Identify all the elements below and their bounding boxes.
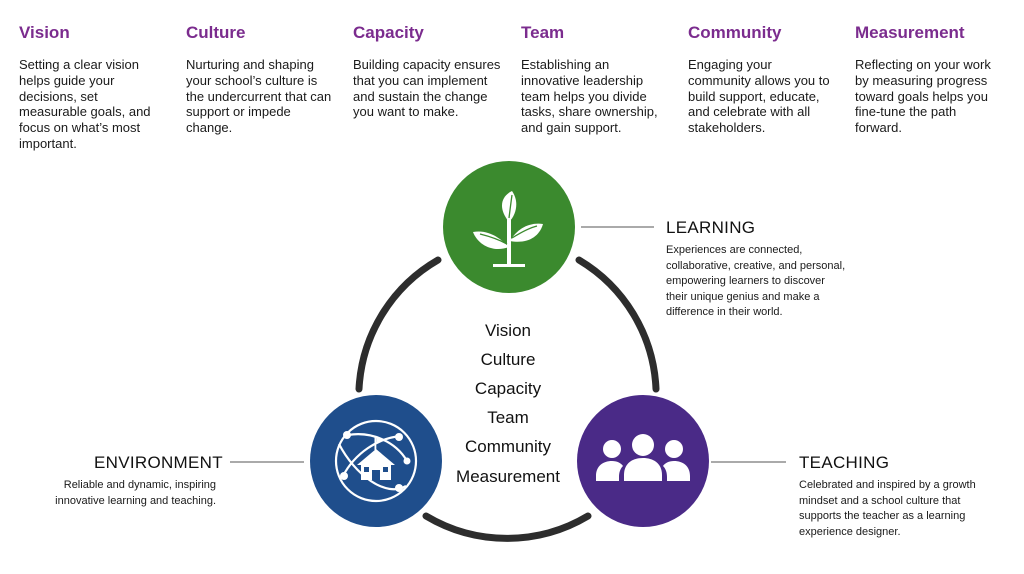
teaching-title: TEACHING bbox=[799, 453, 890, 472]
group-people-icon bbox=[596, 434, 690, 481]
pillar-description: Building capacity ensures that you can i… bbox=[353, 57, 501, 120]
pillar-description: Establishing an innovative leadership te… bbox=[521, 57, 658, 136]
sprout-icon bbox=[473, 191, 543, 267]
pillar-description: Reflecting on your work by measuring pro… bbox=[855, 57, 991, 136]
center-word-vision: Vision bbox=[485, 321, 531, 340]
pillar-description: Nurturing and shaping your school’s cult… bbox=[186, 57, 332, 136]
ring-arc-right bbox=[575, 256, 660, 393]
pillar-title: Capacity bbox=[353, 23, 424, 42]
environment-circle bbox=[310, 395, 442, 527]
center-word-community: Community bbox=[465, 437, 551, 456]
teaching-description: Celebrated and inspired by a growth mind… bbox=[799, 479, 976, 538]
pillar-title: Vision bbox=[19, 23, 70, 42]
environment-title: ENVIRONMENT bbox=[94, 453, 223, 472]
ring-arc-bottom bbox=[422, 512, 592, 542]
pillar-capacity: Capacity Building capacity ensures that … bbox=[353, 22, 503, 120]
center-word-culture: Culture bbox=[480, 350, 536, 369]
center-word-team: Team bbox=[487, 408, 529, 427]
center-word-capacity: Capacity bbox=[474, 379, 542, 398]
connecting-ring bbox=[355, 256, 660, 542]
center-word-measurement: Measurement bbox=[456, 467, 560, 486]
learning-title: LEARNING bbox=[666, 218, 756, 237]
pillar-title: Team bbox=[521, 23, 565, 42]
learning-circle bbox=[443, 161, 575, 293]
pillar-team: Team Establishing an innovative leadersh… bbox=[521, 22, 671, 136]
pillar-title: Community bbox=[688, 23, 782, 42]
pillar-measurement: Measurement Reflecting on your work by m… bbox=[855, 22, 1005, 136]
pillar-description: Setting a clear vision helps guide your … bbox=[19, 57, 151, 151]
pillar-description: Engaging your community allows you to bu… bbox=[688, 57, 830, 136]
learning-description: Experiences are connected, collaborative… bbox=[666, 244, 846, 318]
pillar-title: Culture bbox=[186, 23, 246, 42]
pillar-community: Community Engaging your community allows… bbox=[688, 22, 838, 136]
pillar-vision: Vision Setting a clear vision helps guid… bbox=[19, 22, 169, 152]
teaching-circle bbox=[577, 395, 709, 527]
pillar-culture: Culture Nurturing and shaping your schoo… bbox=[186, 22, 336, 136]
ring-arc-left bbox=[355, 256, 442, 393]
environment-description: Reliable and dynamic, inspiring innovati… bbox=[55, 479, 216, 507]
pillar-title: Measurement bbox=[855, 23, 965, 42]
